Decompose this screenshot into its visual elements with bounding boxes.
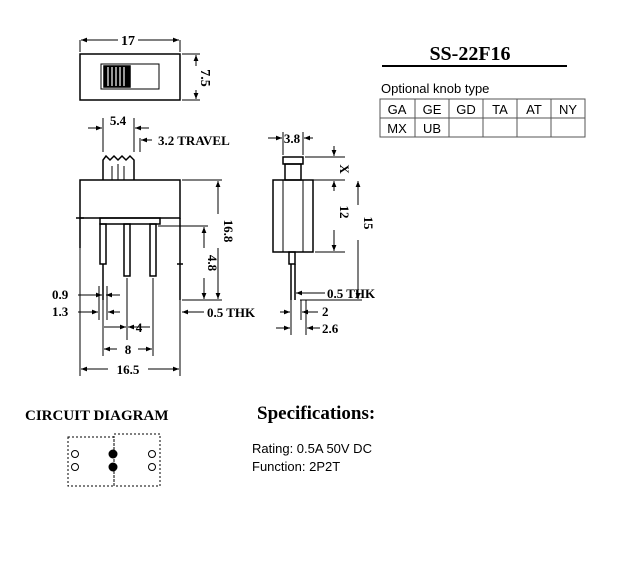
side-pin (290, 264, 296, 300)
front-body (79, 179, 181, 219)
part-number-title: SS-22F16 (429, 43, 510, 65)
dim-side-pin-a: 2 (322, 304, 329, 319)
knob-cell: MX (387, 121, 407, 136)
top-view-slot (100, 63, 160, 90)
specifications-title: Specifications: (257, 403, 375, 424)
dim-side-height-b: 15 (361, 217, 376, 231)
knob-table-title: Optional knob type (381, 81, 489, 96)
circuit-switch-position-left (67, 436, 115, 487)
dim-side-knob-width: 3.8 (284, 131, 301, 146)
dim-thickness-front: 0.5 THK (207, 305, 256, 320)
side-knob-top (282, 156, 304, 165)
front-pin-2 (123, 223, 131, 277)
dim-pin-length: 4.8 (205, 255, 220, 272)
front-pin-1 (99, 223, 107, 265)
dim-pin-width-a: 0.9 (52, 287, 69, 302)
terminal-common-icon (108, 449, 118, 459)
front-pin-3 (149, 223, 157, 277)
top-view-body (79, 53, 181, 101)
knob-cell: UB (423, 121, 441, 136)
knob-cell: GA (388, 102, 407, 117)
front-view (76, 118, 222, 376)
side-knob (284, 163, 302, 181)
dim-pin-width-b: 1.3 (52, 304, 69, 319)
knob-type-table (379, 98, 586, 138)
terminal-common-icon (108, 462, 118, 472)
dim-side-x: X (337, 164, 352, 174)
dim-thickness-side: 0.5 THK (327, 286, 376, 301)
side-view (268, 132, 362, 335)
top-view (79, 37, 200, 101)
knob-cell: NY (559, 102, 577, 117)
side-body (272, 179, 314, 253)
dim-pin-pitch: 4 (136, 320, 143, 335)
terminal-open-icon (148, 450, 156, 458)
circuit-switch-position-right (113, 433, 161, 487)
dim-knob-width: 5.4 (110, 113, 127, 128)
circuit-diagram-title: CIRCUIT DIAGRAM (25, 408, 168, 424)
knob-table-cells: GA GE GD TA AT NY MX UB (387, 102, 577, 136)
side-pin-base (288, 251, 296, 265)
dim-travel: 3.2 TRAVEL (158, 133, 230, 148)
knob-cell: TA (492, 102, 508, 117)
dim-pin-span: 8 (125, 342, 132, 357)
dim-side-height-a: 12 (337, 206, 352, 219)
terminal-open-icon (71, 450, 79, 458)
spec-rating: Rating: 0.5A 50V DC (252, 441, 372, 456)
front-base (99, 217, 161, 225)
front-knob (102, 154, 135, 180)
terminal-open-icon (71, 463, 79, 471)
spec-function: Function: 2P2T (252, 459, 340, 474)
knob-cell: GE (423, 102, 442, 117)
knob-cell: GD (456, 102, 476, 117)
dim-top-height: 7.5 (197, 69, 212, 87)
dim-body-height: 16.8 (221, 220, 236, 243)
terminal-open-icon (148, 463, 156, 471)
dim-top-width: 17 (121, 34, 135, 49)
circuit-diagram (67, 433, 161, 487)
dim-base-width: 16.5 (117, 362, 140, 377)
dim-side-pin-b: 2.6 (322, 321, 339, 336)
knob-cell: AT (526, 102, 542, 117)
